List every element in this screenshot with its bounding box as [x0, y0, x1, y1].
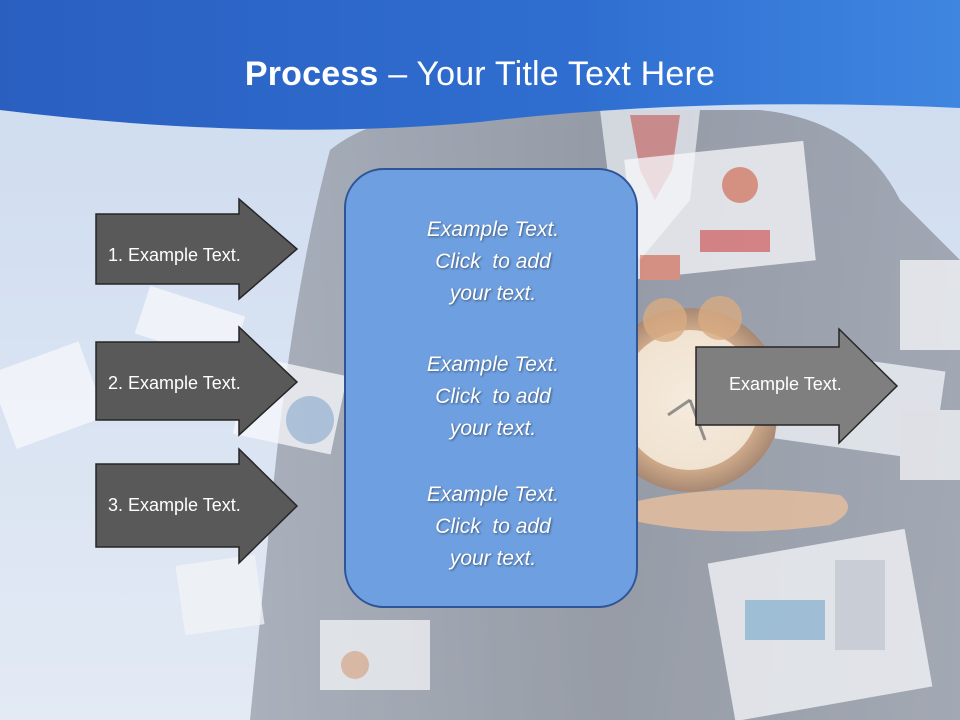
center-block-1-line-2: Click to add: [435, 250, 551, 273]
center-block-2-line-2: Click to add: [435, 385, 551, 408]
left-arrow-1-label: 1. Example Text.: [108, 245, 241, 265]
left-arrow-3-label: 3. Example Text.: [108, 495, 241, 515]
center-text-box[interactable]: Example Text. Click to add your text. Ex…: [344, 168, 638, 608]
center-block-3-line-3: your text.: [449, 547, 537, 570]
center-block-2-line-3: your text.: [449, 417, 537, 440]
center-block-3-line-1: Example Text.: [426, 483, 560, 506]
arrow-shape: [95, 325, 299, 437]
slide-title: Process – Your Title Text Here: [0, 52, 960, 96]
center-block-3: Example Text. Click to add your text.: [346, 479, 640, 575]
arrow-shape: [95, 197, 299, 301]
arrow-shape: [95, 447, 299, 565]
right-arrow[interactable]: Example Text.: [695, 327, 900, 445]
right-arrow-label: Example Text.: [729, 374, 842, 394]
left-arrow-1[interactable]: 1. Example Text.: [95, 197, 300, 301]
title-bold-part: Process: [244, 55, 379, 93]
center-block-1-line-3: your text.: [449, 282, 537, 305]
title-rest-part: – Your Title Text Here: [378, 55, 716, 93]
center-block-1: Example Text. Click to add your text.: [346, 214, 640, 310]
center-block-2: Example Text. Click to add your text.: [346, 349, 640, 445]
arrow-shape: [695, 327, 899, 445]
left-arrow-3[interactable]: 3. Example Text.: [95, 447, 300, 565]
left-arrow-2[interactable]: 2. Example Text.: [95, 325, 300, 437]
center-block-2-line-1: Example Text.: [426, 353, 560, 376]
left-arrow-2-label: 2. Example Text.: [108, 373, 241, 393]
center-block-1-line-1: Example Text.: [426, 218, 560, 241]
center-block-3-line-2: Click to add: [435, 515, 551, 538]
